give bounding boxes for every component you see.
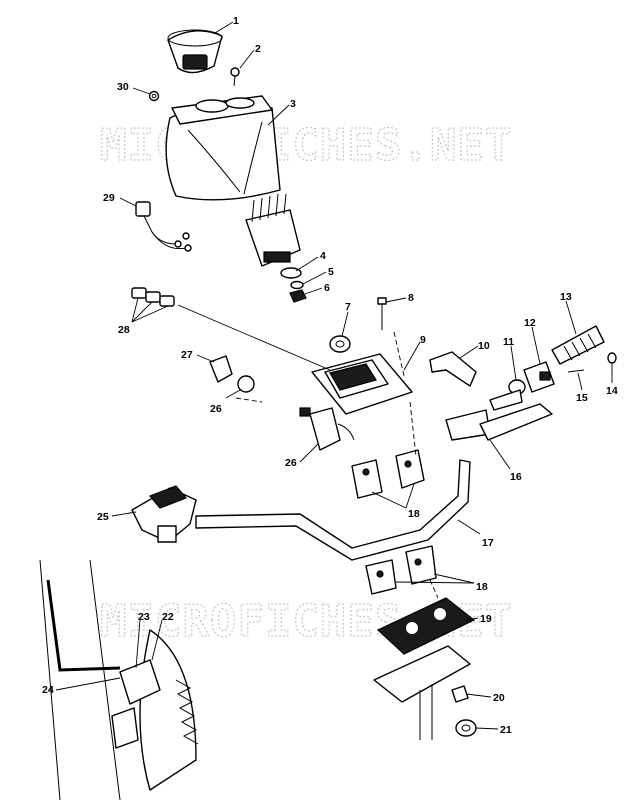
part-steering-plate xyxy=(373,645,471,740)
callout-17: 17 xyxy=(482,537,494,549)
callout-10: 10 xyxy=(478,340,490,352)
part-switch-caps xyxy=(131,287,175,307)
part-harness xyxy=(135,201,192,252)
callout-24: 24 xyxy=(42,684,54,696)
callout-16: 16 xyxy=(510,471,522,483)
part-nut-20 xyxy=(451,685,469,703)
part-bolt xyxy=(377,297,387,330)
callout-15: 15 xyxy=(576,392,588,404)
callout-29: 29 xyxy=(103,192,115,204)
callout-26-top: 26 xyxy=(210,403,222,415)
watermark-top: MICROFICHES.NET xyxy=(100,120,512,171)
part-washer-5 xyxy=(290,280,304,290)
callout-14: 14 xyxy=(606,385,618,397)
part-riser xyxy=(376,597,476,655)
callout-22: 22 xyxy=(162,611,174,623)
part-clamp-21 xyxy=(455,719,477,737)
callout-11: 11 xyxy=(503,336,514,348)
part-grip-housing xyxy=(523,361,555,393)
part-clamps-bottom xyxy=(365,545,437,595)
callout-25: 25 xyxy=(97,511,109,523)
part-brake-assembly xyxy=(39,559,199,800)
callout-labels: 1 2 3 4 5 6 7 8 9 10 11 12 13 14 15 16 1… xyxy=(42,15,618,736)
callout-2: 2 xyxy=(255,43,261,55)
part-screw xyxy=(230,67,240,87)
part-pod-cover xyxy=(165,95,281,201)
part-switch-housing-left xyxy=(131,485,197,543)
part-choke xyxy=(209,355,255,393)
part-gauge xyxy=(167,29,223,74)
callout-20: 20 xyxy=(493,692,505,704)
part-nut-6 xyxy=(289,289,307,303)
callout-6: 6 xyxy=(324,282,330,294)
callout-26-bottom: 26 xyxy=(285,457,297,469)
callout-7: 7 xyxy=(345,301,351,313)
part-screw-15 xyxy=(567,369,585,373)
leader-lines xyxy=(55,21,613,730)
part-ignition-switch xyxy=(245,193,301,267)
part-throttle-lever xyxy=(429,351,477,387)
callout-19: 19 xyxy=(480,613,492,625)
callout-4: 4 xyxy=(320,250,326,262)
callout-12: 12 xyxy=(524,317,536,329)
callout-23: 23 xyxy=(138,611,150,623)
callout-13: 13 xyxy=(560,291,572,303)
callout-1: 1 xyxy=(233,15,239,27)
part-nut-small xyxy=(148,90,160,102)
part-handlebar xyxy=(195,459,471,561)
callout-8: 8 xyxy=(408,292,414,304)
part-grip xyxy=(551,325,605,365)
callout-18-bottom: 18 xyxy=(476,581,488,593)
callout-3: 3 xyxy=(290,98,296,110)
part-clamps-top xyxy=(351,449,425,499)
callout-21: 21 xyxy=(500,724,512,736)
callout-5: 5 xyxy=(328,266,334,278)
part-end-cap xyxy=(607,352,617,364)
callout-27: 27 xyxy=(181,349,193,361)
callout-9: 9 xyxy=(420,334,426,346)
part-throttle-switch xyxy=(299,407,355,451)
callout-18-top: 18 xyxy=(408,508,420,520)
callout-28: 28 xyxy=(118,324,130,336)
callout-30: 30 xyxy=(117,81,129,93)
part-switch-plate xyxy=(311,353,413,415)
part-bushing xyxy=(329,335,351,353)
part-brake-lever xyxy=(445,389,553,441)
